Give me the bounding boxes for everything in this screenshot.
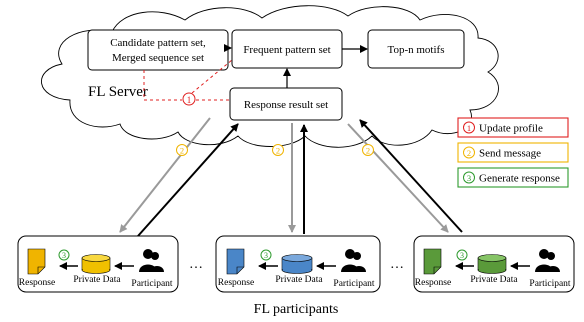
participant-group-3: 3 Response Private Data Participant xyxy=(413,235,575,293)
step3-label-2: 3 xyxy=(264,251,268,260)
update-profile-dashed-left xyxy=(143,70,182,101)
response-document-fold-3 xyxy=(433,266,441,274)
legend-marker-2 xyxy=(463,146,475,159)
candidate-pattern-line2: Merged sequence set xyxy=(112,52,204,64)
legend: 1 Update profile 2 Send message 3 Genera… xyxy=(457,117,569,188)
legend-num-2: 2 xyxy=(467,148,471,158)
private-data-icon-1 xyxy=(81,254,111,274)
server-cloud xyxy=(41,5,499,148)
legend-box-generate-response xyxy=(457,167,569,188)
ellipsis-1: … xyxy=(189,257,203,272)
step2-label-right: 2 xyxy=(366,146,370,156)
send-message-arrow-right xyxy=(347,123,449,233)
response-result-box xyxy=(229,87,343,121)
update-profile-dashed-diag xyxy=(191,59,233,94)
marker-1-circle xyxy=(182,92,196,106)
response-label-2: Response xyxy=(218,278,254,288)
send-message-arrow-left xyxy=(119,117,211,233)
legend-num-3: 3 xyxy=(467,173,471,183)
participant-group-1: 3 Response Private Data Participant xyxy=(17,235,179,293)
step2-label-middle: 2 xyxy=(276,146,280,156)
participant-icon-3 xyxy=(535,249,560,272)
ellipsis-2: … xyxy=(390,257,404,272)
response-label-3: Response xyxy=(415,278,451,288)
step3-marker-3 xyxy=(456,249,468,261)
participant-group-2: 3 Response Private Data Participant xyxy=(215,235,381,293)
response-result-label: Response result set xyxy=(244,99,328,111)
topn-motifs-box xyxy=(367,29,465,69)
participant-label-1: Participant xyxy=(131,279,173,289)
private-data-label-3: Private Data xyxy=(470,275,518,285)
fl-participants-title: FL participants xyxy=(254,302,339,317)
legend-box-update-profile xyxy=(457,117,569,138)
marker-1-label: 1 xyxy=(187,95,192,105)
step2-marker-right xyxy=(362,144,374,156)
response-document-icon-1 xyxy=(27,248,46,275)
step2-marker-left xyxy=(176,144,188,156)
legend-num-1: 1 xyxy=(467,123,471,133)
private-data-label-2: Private Data xyxy=(275,275,323,285)
participant-icon-1 xyxy=(139,249,164,272)
private-data-label-1: Private Data xyxy=(73,275,121,285)
legend-label-send-message: Send message xyxy=(479,148,541,160)
response-document-icon-3 xyxy=(423,248,442,275)
private-data-icon-3 xyxy=(477,254,507,274)
participant-label-3: Participant xyxy=(529,279,571,289)
legend-box-send-message xyxy=(457,142,569,163)
step3-label-3: 3 xyxy=(460,251,464,260)
response-document-fold-2 xyxy=(236,266,244,274)
candidate-pattern-line1: Candidate pattern set, xyxy=(110,37,206,49)
topn-motifs-label: Top-n motifs xyxy=(388,44,445,56)
step2-label-left: 2 xyxy=(180,146,184,156)
response-document-icon-2 xyxy=(226,248,245,275)
legend-label-update-profile: Update profile xyxy=(479,123,543,135)
candidate-pattern-box xyxy=(87,29,229,71)
response-arrow-right xyxy=(359,119,463,233)
step3-marker-2 xyxy=(260,249,272,261)
legend-marker-3 xyxy=(463,171,475,184)
legend-marker-1 xyxy=(463,121,475,134)
step3-label-1: 3 xyxy=(62,251,66,260)
private-data-icon-2 xyxy=(281,254,313,274)
response-label-1: Response xyxy=(19,278,55,288)
step3-marker-1 xyxy=(58,249,70,261)
fl-server-label: FL Server xyxy=(88,84,148,100)
response-arrow-left xyxy=(137,123,239,237)
legend-label-generate-response: Generate response xyxy=(479,173,560,185)
step2-marker-middle xyxy=(272,144,284,156)
response-document-fold-1 xyxy=(37,266,45,274)
participant-icon-2 xyxy=(341,249,366,272)
participant-label-2: Participant xyxy=(333,279,375,289)
frequent-pattern-label: Frequent pattern set xyxy=(243,44,330,56)
